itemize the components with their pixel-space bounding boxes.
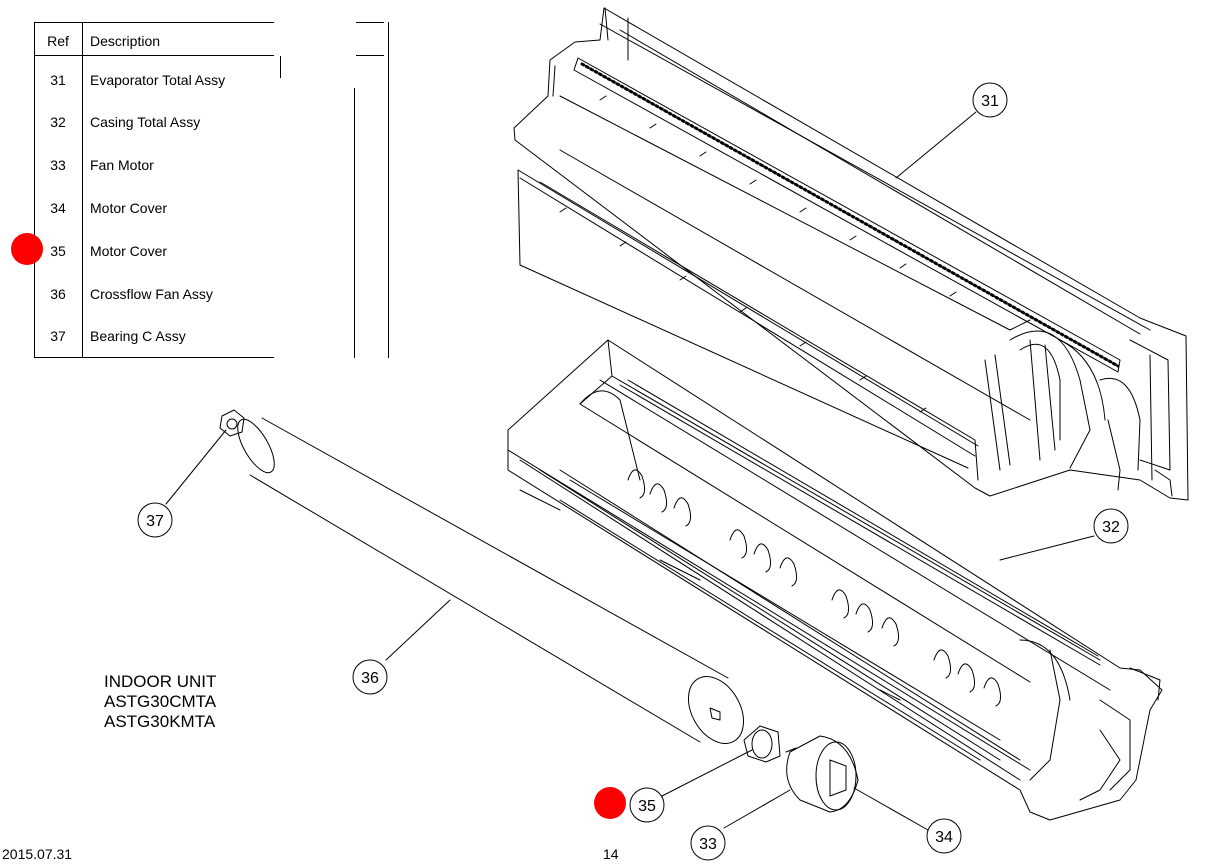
evaporator-assembly [513,7,1189,501]
leader-31 [895,111,977,179]
casing-assembly [507,339,1163,821]
callout-33: 33 [690,825,726,861]
callout-35: 35 [629,787,665,823]
header-ref: Ref [47,33,69,49]
row-ref: 33 [50,157,66,173]
row-description: Bearing C Assy [90,328,186,344]
motor-cover-35 [743,725,781,763]
bearing [219,409,245,437]
svg-text:37: 37 [146,513,164,530]
row-description: Fan Motor [90,157,154,173]
casing-clips [627,469,1002,707]
leader-33 [723,789,791,829]
unit-note-line: INDOOR UNIT [104,672,217,691]
highlight-dot-drawing [594,787,626,819]
callout-31: 31 [972,82,1008,118]
row-description: Casing Total Assy [90,114,201,130]
row-description: Motor Cover [90,200,168,216]
row-ref: 31 [50,72,66,88]
callout-32: 32 [1093,508,1129,544]
row-ref: 37 [50,328,66,344]
row-ref: 36 [50,286,66,302]
leader-34 [853,787,929,831]
svg-text:36: 36 [361,670,379,687]
row-description: Evaporator Total Assy [90,72,226,88]
svg-text:33: 33 [699,836,717,853]
svg-text:32: 32 [1102,519,1120,536]
row-description: Motor Cover [90,243,168,259]
unit-note-line: ASTG30CMTA [104,692,217,711]
leader-37 [165,429,227,505]
leader-35 [661,749,753,797]
parts-table: Ref Description 31 Evaporator Total Assy… [34,20,389,360]
svg-text:31: 31 [981,93,999,110]
leader-32 [999,535,1095,561]
row-ref: 32 [50,114,66,130]
row-ref: 35 [50,243,66,259]
row-description: Crossflow Fan Assy [90,286,213,302]
callout-37: 37 [137,502,173,538]
footer-date: 2015.07.31 [2,846,73,862]
svg-text:34: 34 [935,829,953,846]
leader-36 [385,599,451,661]
unit-note: INDOOR UNIT ASTG30CMTA ASTG30KMTA [104,672,216,732]
svg-text:35: 35 [638,798,656,815]
crossflow-fan [237,417,744,744]
row-ref: 34 [50,200,66,216]
callout-34: 34 [926,818,962,854]
fan-motor [785,735,859,813]
callout-36: 36 [352,659,388,695]
unit-note-line: ASTG30KMTA [104,712,216,731]
highlight-dot-table [11,233,43,265]
header-description: Description [90,33,161,49]
page-number: 14 [603,846,619,862]
